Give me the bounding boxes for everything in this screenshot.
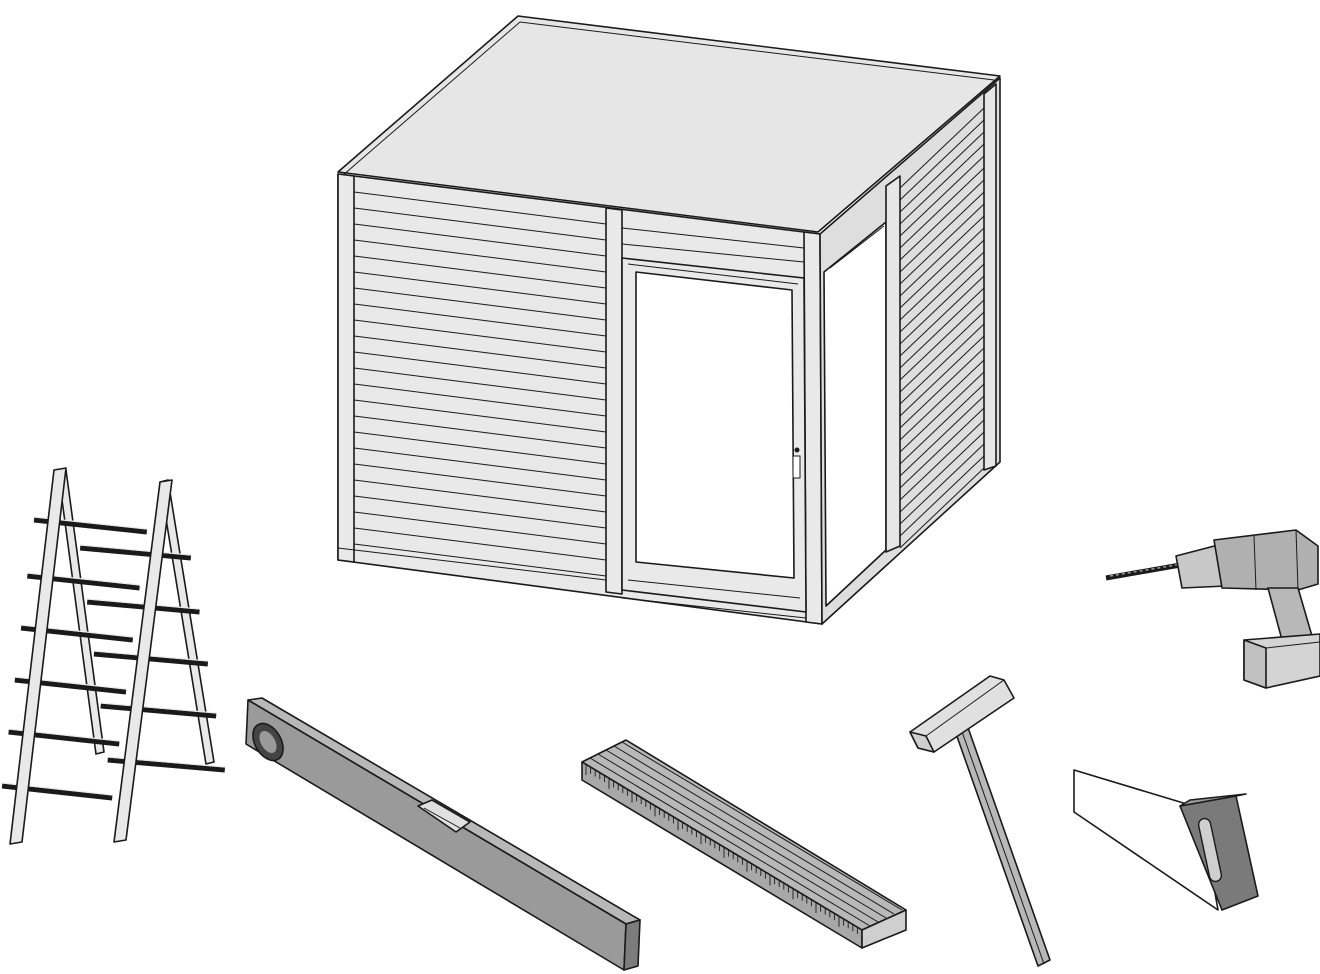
- drawing-line: [899, 251, 985, 333]
- drawing-line: [899, 359, 985, 441]
- drawing-line: [899, 443, 985, 525]
- drawing-line: [899, 275, 985, 357]
- drawing-line: [93, 650, 208, 662]
- drawing-line: [100, 702, 217, 714]
- drawing-line: [899, 323, 985, 405]
- drawing-line: [353, 415, 607, 449]
- drawing-line: [353, 383, 607, 417]
- drawing-line: [79, 545, 192, 561]
- drawing-line: [613, 745, 895, 915]
- hammer: [909, 675, 1051, 967]
- shed-roof: [337, 15, 1001, 233]
- door-handle-icon: [792, 455, 801, 479]
- drawing-line: [899, 335, 985, 417]
- drawing-line: [899, 239, 985, 321]
- drawing-line: [899, 119, 985, 201]
- drawing-line: [899, 395, 985, 477]
- drawing-line: [353, 335, 607, 369]
- drawing-line: [899, 131, 985, 213]
- drawing-line: [899, 311, 985, 393]
- drawing-line: [597, 753, 879, 923]
- drawing-line: [899, 299, 985, 381]
- drawing-line: [353, 527, 607, 561]
- drawing-line: [899, 287, 985, 369]
- drawing-line: [100, 703, 217, 719]
- drawing-line: [93, 651, 209, 667]
- drawing-line: [353, 367, 607, 401]
- drawing-line: [353, 495, 607, 529]
- drawing-line: [87, 598, 200, 610]
- drawing-line: [605, 749, 887, 919]
- door-lock-icon: [794, 447, 800, 453]
- shed: [337, 15, 1001, 625]
- drawing-line: [353, 431, 607, 465]
- drawing-line: [899, 191, 985, 273]
- drawing-line: [899, 107, 985, 189]
- rule-scale-ticks: [585, 765, 858, 934]
- front-wall-boards: [353, 191, 607, 577]
- drawing-line: [353, 463, 607, 497]
- drawing-line: [353, 447, 607, 481]
- drawing-line: [899, 263, 985, 345]
- shed-side-wall: [819, 77, 1001, 625]
- bubble-vial-icon: [417, 799, 471, 833]
- drawing-line: [353, 191, 607, 225]
- drawing-line: [899, 383, 985, 465]
- drawing-line: [899, 179, 985, 261]
- drawing-line: [353, 223, 607, 257]
- drawing-line: [353, 287, 607, 321]
- drawing-line: [899, 467, 985, 549]
- drawing-line: [899, 143, 985, 225]
- drawing-line: [899, 227, 985, 309]
- saw-handle-grip-icon: [1197, 817, 1223, 883]
- drawing-line: [353, 239, 607, 273]
- spirit-level: [245, 697, 641, 971]
- drawing-line: [899, 455, 985, 537]
- drawing-line: [353, 511, 607, 545]
- drawing-line: [353, 207, 607, 241]
- drawing-line: [353, 399, 607, 433]
- hand-saw: [1073, 769, 1259, 911]
- cordless-drill: [1105, 529, 1320, 689]
- drawing-line: [899, 203, 985, 285]
- drawing-line: [353, 303, 607, 337]
- drawing-line: [899, 371, 985, 453]
- drawing-line: [80, 544, 191, 556]
- rule-segment-edges: [589, 741, 903, 927]
- side-wall-boards: [899, 107, 985, 549]
- drawing-line: [353, 543, 607, 577]
- folding-rule: [581, 739, 907, 949]
- drawing-line: [353, 271, 607, 305]
- drawing-line: [899, 431, 985, 513]
- drawing-line: [899, 419, 985, 501]
- ladder: [1, 467, 226, 845]
- drawing-line: [899, 155, 985, 237]
- sliding-door: [621, 257, 807, 619]
- drawing-line: [621, 741, 903, 911]
- drawing-line: [899, 347, 985, 429]
- drawing-line: [353, 351, 607, 385]
- drawing-line: [353, 479, 607, 513]
- drawing-line: [899, 215, 985, 297]
- drawing-line: [899, 167, 985, 249]
- drawing-line: [353, 255, 607, 289]
- drawing-line: [899, 407, 985, 489]
- drawing-line: [353, 319, 607, 353]
- drawing-line: [589, 757, 871, 927]
